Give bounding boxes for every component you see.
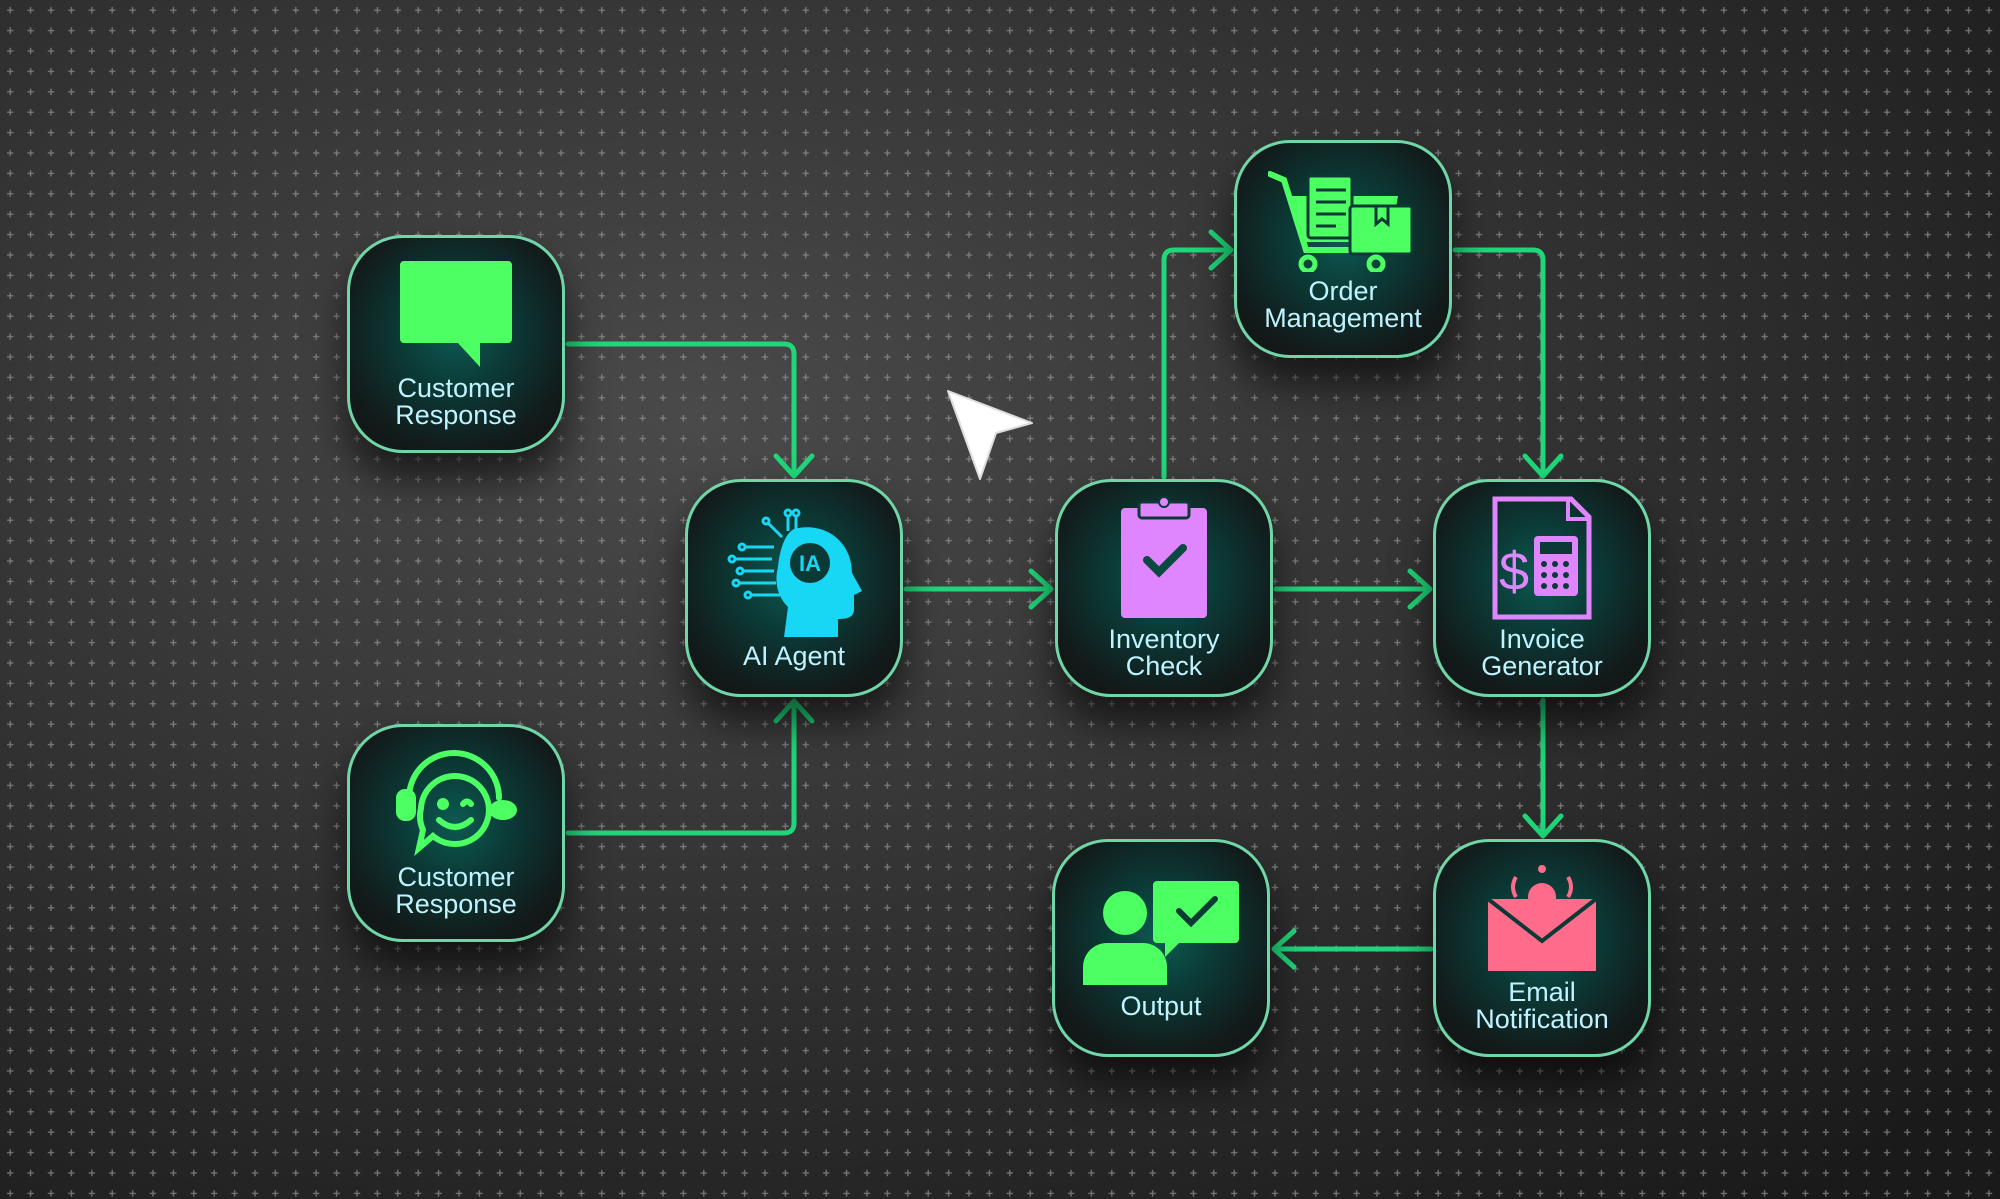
mouse-pointer-icon [947, 390, 1033, 480]
connector-order-to-invoice [1452, 247, 1564, 479]
node-label: Output [1120, 990, 1202, 1021]
support-headset-icon [396, 750, 517, 857]
ai-head-icon: IA [727, 508, 862, 637]
clipboard-check-icon [1121, 496, 1207, 618]
connector-email-to-output [1271, 928, 1434, 970]
connector-inventory-to-invoice [1273, 568, 1433, 610]
envelope-bell-icon [1486, 865, 1598, 971]
invoice-calculator-icon: $ [1492, 496, 1592, 620]
connector-customer-response-2-to-ai-agent [565, 698, 815, 836]
node-ai-agent[interactable]: IA AI Agent [685, 479, 903, 697]
connector-inventory-to-order [1161, 229, 1234, 480]
svg-text:$: $ [1499, 542, 1529, 602]
node-output[interactable]: Output [1052, 839, 1270, 1057]
node-label: AI Agent [742, 640, 846, 671]
connector-ai-agent-to-inventory [903, 568, 1054, 610]
svg-text:IA: IA [799, 551, 821, 576]
shopping-cart-icon [1268, 171, 1414, 272]
user-approved-icon [1083, 880, 1239, 985]
connector-invoice-to-email [1522, 697, 1564, 839]
connector-customer-response-1-to-ai-agent [565, 341, 815, 479]
chat-bubble-icon [400, 261, 512, 367]
